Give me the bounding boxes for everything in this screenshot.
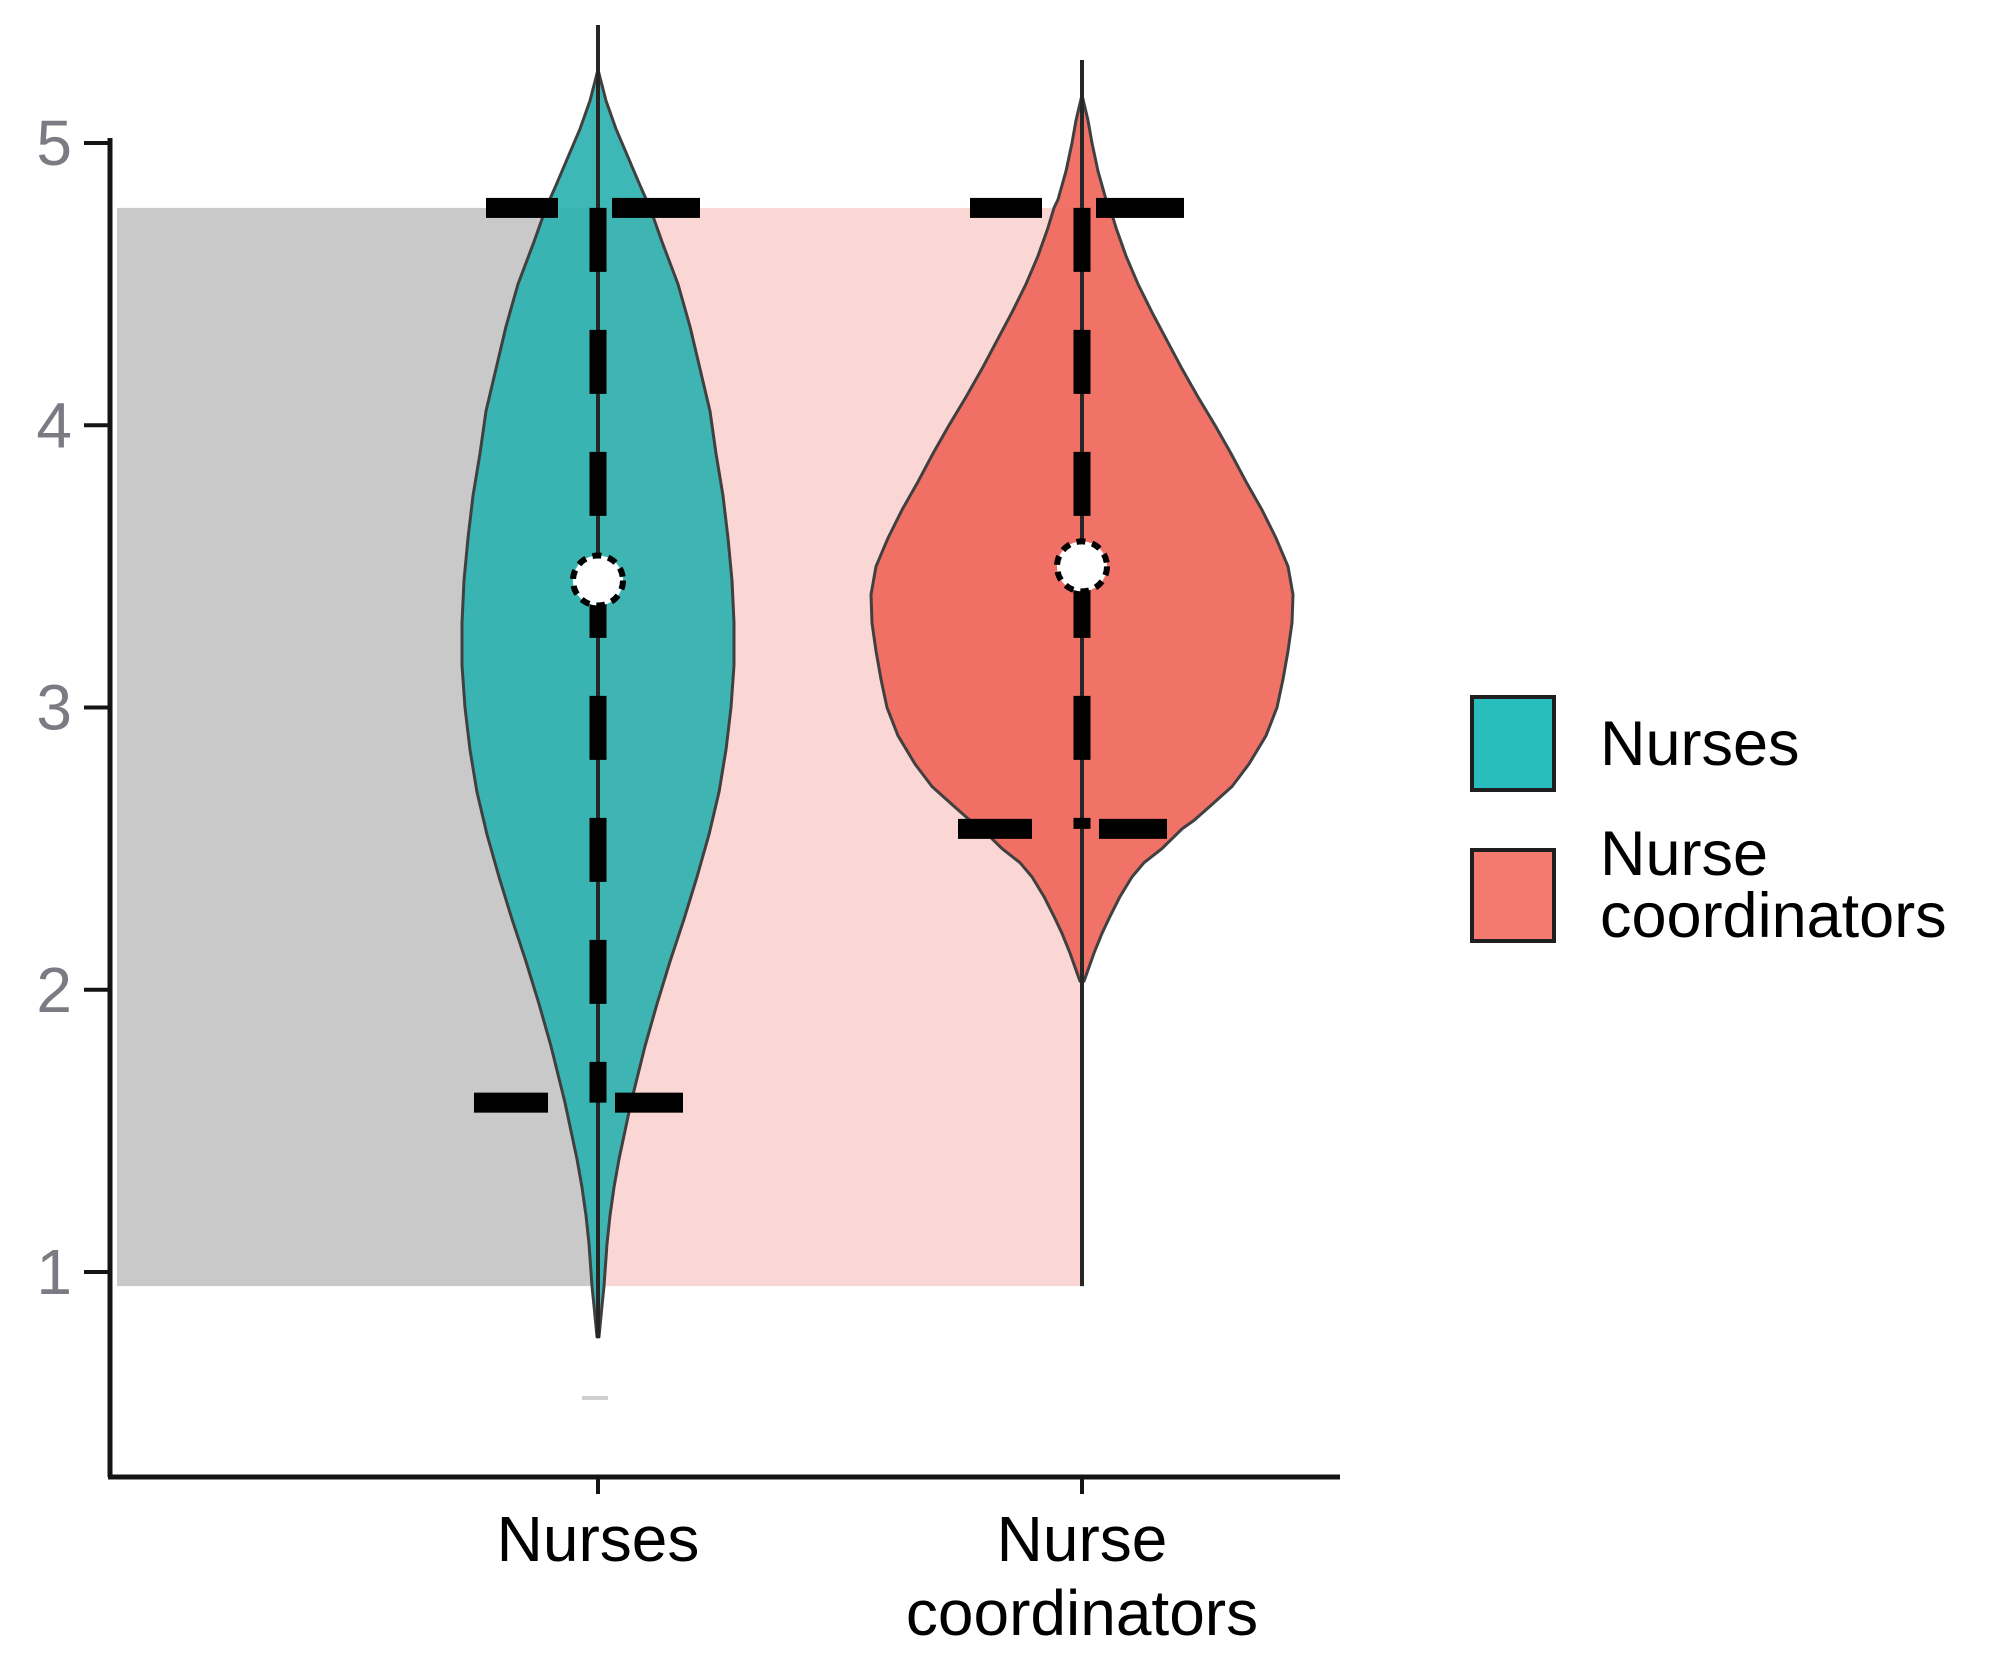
x-axis-label-line: Nurse bbox=[996, 1503, 1168, 1575]
x-axis-label-line: Nurses bbox=[496, 1503, 700, 1575]
whisker-cap-bottom-nurses bbox=[615, 1092, 683, 1113]
y-tick-label: 2 bbox=[36, 954, 72, 1026]
x-axis-label-line: coordinators bbox=[905, 1577, 1259, 1649]
whisker-cap-top-nurses bbox=[486, 197, 558, 218]
legend-swatch-nurses bbox=[1470, 695, 1556, 792]
whisker-cap-top-nurses bbox=[612, 197, 700, 218]
y-tick-label: 3 bbox=[36, 672, 72, 744]
x-axis-label-nurses: Nurses bbox=[348, 1502, 848, 1576]
whisker-cap-bottom-nurses bbox=[474, 1092, 548, 1113]
whisker-cap-bottom-nurse-coordinators bbox=[958, 818, 1032, 839]
legend-label-nurse-coordinators-line2: coordinators bbox=[1600, 881, 1947, 951]
y-tick-label: 1 bbox=[36, 1236, 72, 1308]
legend-label-nurse-coordinators-line1: Nurse bbox=[1600, 819, 1769, 889]
mean-dot-nurse-coordinators bbox=[1054, 538, 1110, 595]
x-axis-label-nurse-coordinators: Nurse coordinators bbox=[832, 1502, 1332, 1650]
legend-swatch-nurse-coordinators bbox=[1470, 848, 1556, 943]
legend-label-nurses: Nurses bbox=[1600, 709, 1800, 779]
mean-dot-nurses bbox=[570, 552, 626, 609]
faint-mark bbox=[582, 1396, 608, 1400]
whisker-cap-top-nurse-coordinators bbox=[1096, 197, 1184, 218]
whisker-cap-top-nurse-coordinators bbox=[970, 197, 1042, 218]
y-tick-label: 4 bbox=[36, 389, 72, 461]
y-tick-label: 5 bbox=[36, 107, 72, 179]
whisker-cap-bottom-nurse-coordinators bbox=[1099, 818, 1167, 839]
